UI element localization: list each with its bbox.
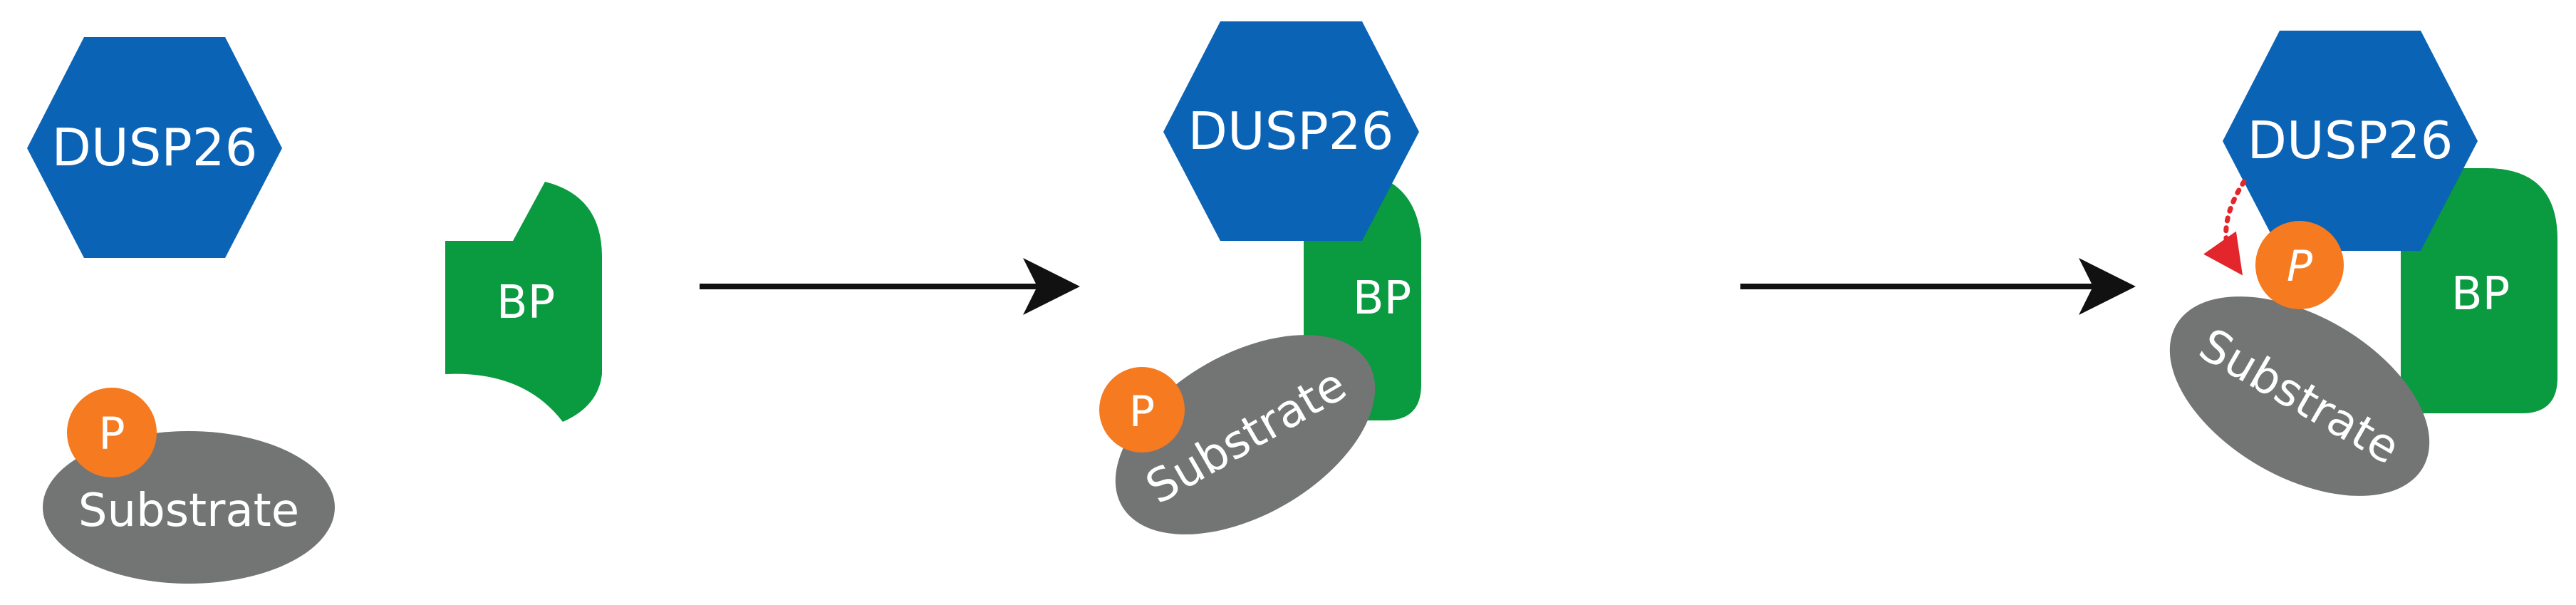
binding-protein-label: BP [497, 276, 556, 329]
phosphate-label: P [2287, 242, 2313, 291]
dusp26-hexagon [1163, 21, 1419, 241]
stage-2: BP DUSP26 Substrate P [1099, 21, 1421, 534]
substrate-label: Substrate [78, 485, 299, 537]
dusp26-label: DUSP26 [2248, 110, 2453, 170]
dusp26-hexagon [27, 37, 282, 258]
phosphate-label: P [1129, 387, 1155, 437]
stage-3: BP DUSP26 Substrate P [2169, 31, 2557, 496]
dusp26-label: DUSP26 [1188, 101, 1394, 161]
phosphate-label: P [98, 408, 125, 460]
binding-protein-label: BP [1353, 272, 1412, 325]
binding-protein-shape [445, 182, 602, 422]
substrate-ellipse [2169, 296, 2430, 496]
phosphate-circle [67, 388, 157, 477]
binding-protein-shape [2401, 168, 2557, 413]
binding-protein-label: BP [2451, 268, 2510, 321]
phosphate-circle [1099, 367, 1185, 453]
stage-1: DUSP26 BP Substrate P [27, 37, 602, 584]
dephosphorylation-arrow [2203, 179, 2247, 276]
phosphate-circle [2255, 221, 2344, 309]
substrate-ellipse [1115, 335, 1376, 534]
dusp26-hexagon [2223, 31, 2478, 251]
dusp26-label: DUSP26 [52, 118, 258, 177]
